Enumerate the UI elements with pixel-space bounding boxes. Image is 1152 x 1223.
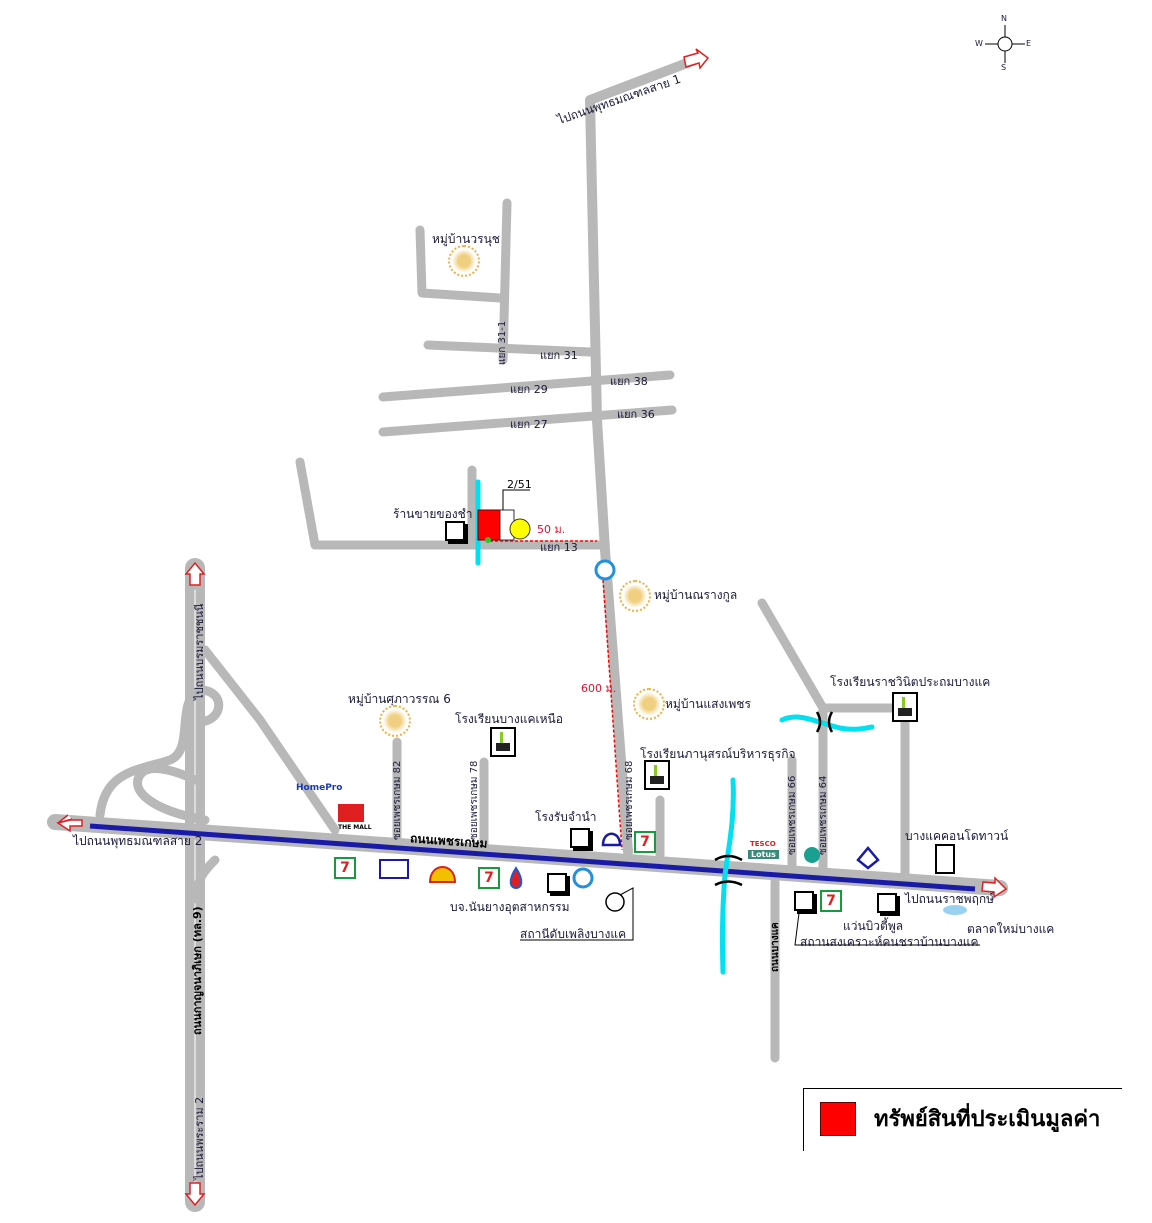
label-to-ratchaphruek: ไปถนนราชพฤกษ์	[905, 892, 995, 906]
elderly-home-icon	[794, 891, 814, 911]
label-saengphet: หมู่บ้านแสงเพชร	[665, 697, 751, 711]
distance-600m-label: 600 ม.	[581, 682, 617, 695]
label-school-bangkhae-nuea: โรงเรียนบางแคเหนือ	[455, 712, 563, 726]
legend-property-label: ทรัพย์สินที่ประเมินมูลค่า	[874, 1107, 1101, 1132]
compass-n: N	[1001, 14, 1007, 23]
pawnshop-icon	[601, 832, 622, 847]
seven-eleven-icon: 7	[634, 831, 656, 853]
market-icon	[943, 905, 967, 915]
village-icon	[633, 688, 665, 720]
arrow-east-icon	[981, 876, 1008, 899]
roundabout-icon	[572, 867, 594, 889]
tesco-logo: TESCO	[750, 840, 776, 848]
ptt-icon	[509, 866, 523, 890]
school-icon	[892, 692, 918, 722]
label-school-phanusorn: โรงเรียนภานุสรณ์บริหารธุรกิจ	[640, 747, 796, 761]
the-mall-icon	[338, 804, 364, 822]
seven-eleven-icon: 7	[478, 867, 500, 889]
village-icon	[619, 580, 651, 612]
nissan-icon	[379, 859, 409, 879]
interchange-ramps	[95, 645, 340, 905]
nanyang-icon	[547, 873, 567, 893]
label-condo: บางแคคอนโดทาวน์	[905, 829, 1009, 843]
label-yaek-31: แยก 31	[540, 349, 578, 362]
label-beauty-pool: แว่นบิวตี้พูล	[843, 919, 904, 933]
seven-eleven-icon: 7	[820, 890, 842, 912]
fire-station-icon	[605, 892, 625, 912]
condo-icon	[935, 844, 955, 874]
map-legend: ทรัพย์สินที่ประเมินมูลค่า	[803, 1088, 1122, 1151]
property-circle	[509, 518, 531, 540]
petronas-icon	[804, 847, 820, 863]
canal	[779, 714, 875, 732]
label-elderly-home: สถานสงเคราะห์คนชราบ้านบางแค	[800, 935, 979, 949]
shell-icon	[428, 866, 457, 883]
bangkok-bank-icon	[856, 846, 880, 870]
compass-e: E	[1026, 39, 1032, 48]
legend-property-swatch	[820, 1102, 856, 1136]
label-soi-66: ซอยเพชรเกษม 66	[787, 775, 798, 855]
label-yaek-31-1: แยก 31-1	[497, 320, 508, 365]
label-soi-82: ซอยเพชรเกษม 82	[392, 760, 403, 840]
label-nanyang: บจ.นันยางอุตสาหกรรม	[450, 900, 570, 914]
label-pawnshop: โรงรับจำนำ	[535, 810, 597, 824]
label-yaek-27: แยก 27	[510, 418, 548, 431]
label-woranuch: หมู่บ้านวรนุช	[432, 232, 500, 246]
compass-icon	[985, 25, 1025, 63]
label-grocery: ร้านขายของชำ	[393, 507, 473, 521]
arrow-down-icon	[184, 1182, 206, 1207]
label-to-borommaratchachonnani: ไปถนนบรมราชชนนี	[193, 603, 206, 700]
school-icon	[490, 727, 516, 757]
homepro-logo: HomePro	[296, 783, 343, 793]
label-market: ตลาดใหม่บางแค	[967, 922, 1055, 936]
label-supawan-6: หมู่บ้านศุภาวรรณ 6	[348, 692, 451, 706]
main-road-line	[89, 823, 976, 892]
village-icon	[379, 705, 411, 737]
label-soi-64: ซอยเพชรเกษม 64	[818, 775, 829, 855]
canal	[719, 777, 736, 975]
bridge-icon	[815, 711, 834, 733]
label-bang-khae-road: ถนนบางแค	[770, 922, 781, 972]
road-soi-68	[585, 55, 700, 857]
school-icon	[644, 760, 670, 790]
distance-50m-label: 50 ม.	[537, 523, 566, 536]
roundabout-icon	[594, 559, 616, 581]
label-soi-68: ซอยเพชรเกษม 68	[624, 760, 635, 840]
arrow-north-icon	[683, 48, 710, 70]
label-yaek-38: แยก 38	[610, 375, 648, 388]
compass-w: W	[975, 39, 983, 48]
label-yaek-36: แยก 36	[617, 408, 655, 421]
label-kanchanaphisek: ถนนกาญจนาภิเษก (ทล.9)	[191, 906, 204, 1035]
arrow-west-icon	[56, 814, 83, 833]
label-to-rama-2: ไปถนนพระราม 2	[193, 1096, 206, 1180]
label-yaek-29: แยก 29	[510, 383, 548, 396]
beauty-pool-icon	[877, 893, 897, 913]
distance-600m-line	[601, 564, 623, 851]
property-number: 2/51	[507, 478, 532, 491]
label-to-phutthamonthon-2: ไปถนนพุทธมณฑลสาย 2	[73, 834, 203, 848]
label-soi-78: ซอยเพชรเกษม 78	[469, 760, 480, 840]
seven-eleven-icon: 7	[334, 857, 356, 879]
pawnshop-box-icon	[570, 828, 590, 848]
the-mall-logo: THE MALL	[338, 824, 372, 831]
label-fire-station: สถานีดับเพลิงบางแค	[520, 927, 627, 941]
lotus-logo: Lotus	[748, 850, 779, 859]
label-school-ratchawinit: โรงเรียนราชวินิตประถมบางแค	[830, 675, 991, 689]
compass-s: S	[1001, 63, 1007, 72]
arrow-up-icon	[184, 561, 206, 586]
label-yaek-13: แยก 13	[540, 541, 578, 554]
bridge-icon	[714, 854, 743, 887]
village-icon	[448, 245, 480, 277]
grocery-icon	[445, 521, 465, 541]
property-marker	[477, 509, 501, 541]
label-narangkul: หมู่บ้านณรางกูล	[654, 588, 738, 602]
